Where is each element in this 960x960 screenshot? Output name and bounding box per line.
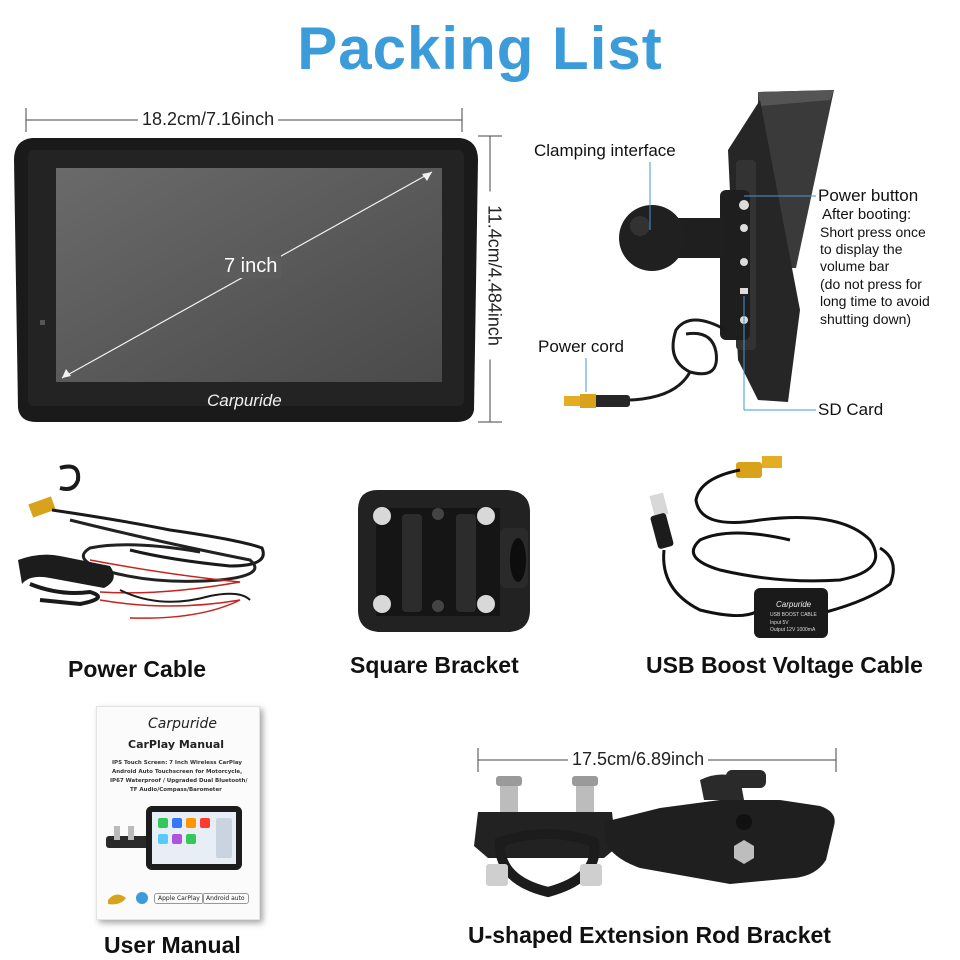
manual-apple-carplay-badge: Apple CarPlay [154, 893, 204, 904]
monitor-brand-logo: Carpuride [207, 391, 282, 410]
manual-desc-line-2: Android Auto Touchscreen for Motorcycle, [112, 769, 243, 775]
power-note-line-1: Short press once [820, 224, 926, 240]
rod-bracket-length-label: 17.5cm/6.89inch [568, 749, 709, 770]
manual-heading: CarPlay Manual [128, 738, 225, 751]
usb-box-line-2: Input 5V [770, 620, 789, 626]
power-note-line-5: long time to avoid [820, 293, 930, 309]
usb-cable-caption: USB Boost Voltage Cable [646, 652, 923, 678]
manual-desc-line-3: IP67 Waterproof / Upgraded Dual Bluetoot… [110, 778, 248, 784]
clamping-interface-label: Clamping interface [534, 141, 676, 160]
manual-brand-logo: Carpuride [148, 716, 218, 732]
usb-box-line-1: USB BOOST CABLE [770, 612, 817, 618]
manual-desc-line-1: IPS Touch Screen: 7 Inch Wireless CarPla… [112, 760, 242, 766]
power-note-line-2: to display the [820, 241, 903, 257]
sd-card-label: SD Card [818, 400, 884, 419]
page-title: Packing List [297, 15, 663, 82]
manual-android-auto-badge: Android auto [202, 893, 249, 904]
after-booting-label: After booting: [822, 206, 912, 223]
power-note-line-4: (do not press for [820, 276, 922, 292]
user-manual-caption: User Manual [104, 932, 241, 958]
monitor-diagonal-label: 7 inch [220, 255, 282, 278]
usb-box-brand: Carpuride [776, 600, 812, 609]
power-cord-label: Power cord [538, 337, 624, 356]
power-cable-caption: Power Cable [68, 656, 207, 682]
power-button-label: Power button [818, 186, 919, 205]
rod-bracket-caption: U-shaped Extension Rod Bracket [468, 922, 831, 948]
power-note-line-3: volume bar [820, 258, 890, 274]
square-bracket-caption: Square Bracket [350, 652, 519, 678]
usb-box-line-3: Output 12V 1000mA [770, 627, 816, 633]
manual-desc-line-4: TF Audio/Compass/Barometer [130, 787, 222, 793]
power-note-line-6: shutting down) [820, 311, 912, 327]
monitor-width-label: 18.2cm/7.16inch [138, 109, 279, 130]
